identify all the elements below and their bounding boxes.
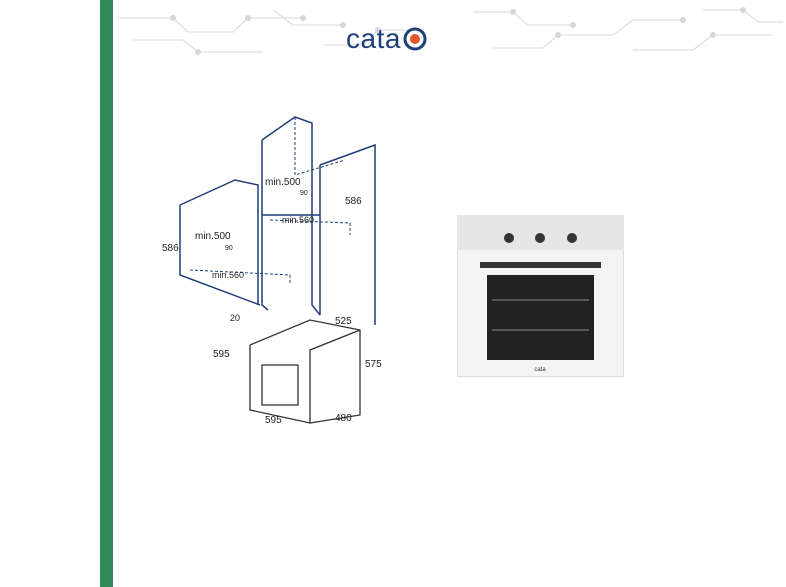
oven-side-height-dim: 575 bbox=[365, 359, 382, 370]
cata-logo: cata bbox=[346, 22, 427, 56]
column-min-width-label: min.500 bbox=[265, 177, 301, 188]
oven-top-dim: 20 bbox=[230, 313, 240, 323]
knob-right-icon bbox=[567, 233, 577, 243]
green-side-bar bbox=[100, 0, 113, 587]
oven-width-dim: 595 bbox=[265, 415, 282, 426]
oven-knob-icon bbox=[504, 233, 577, 243]
knob-left-icon bbox=[504, 233, 514, 243]
wall-height-label: 586 bbox=[162, 243, 179, 254]
wall-depth-label: 90 bbox=[225, 245, 233, 252]
logo-wordmark: cata bbox=[346, 23, 401, 54]
oven-product-photo: cata bbox=[457, 215, 624, 377]
column-depth-label: 90 bbox=[300, 190, 308, 197]
wall-min-width-label: min.500 bbox=[195, 231, 231, 242]
column-inner-label: min.560 bbox=[282, 215, 314, 225]
knob-center-icon bbox=[535, 233, 545, 243]
wall-inner-label: min.560 bbox=[212, 270, 244, 280]
column-height-label: 586 bbox=[345, 196, 362, 207]
installation-diagram: min.500 90 min.560 586 min.500 90 min.56… bbox=[162, 116, 382, 426]
oven-depth-top-dim: 525 bbox=[335, 316, 352, 327]
oven-height-dim: 595 bbox=[213, 349, 230, 360]
oven-side-depth-dim: 480 bbox=[335, 413, 352, 424]
oven-small-logo: cata bbox=[534, 367, 546, 373]
logo-swirl-icon bbox=[403, 27, 427, 51]
circuit-pattern-decoration bbox=[118, 7, 783, 55]
